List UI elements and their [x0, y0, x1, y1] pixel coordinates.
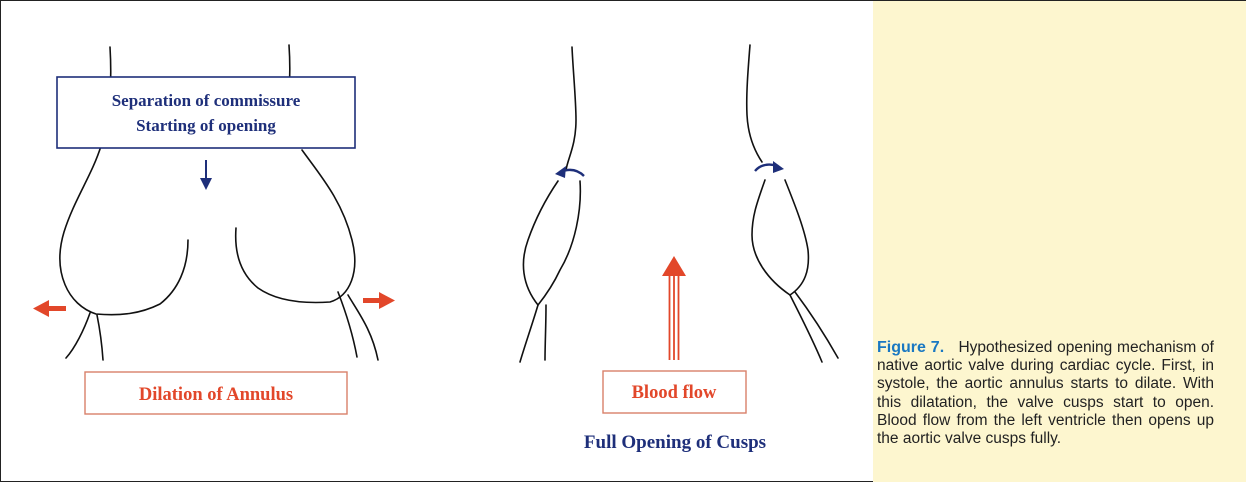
left-panel-leaflet-right-1: [338, 292, 357, 357]
right-panel-cusp-right-inner: [785, 180, 808, 295]
blood-flow-arrow-icon: [662, 256, 686, 360]
blood-flow-label: Blood flow: [632, 383, 717, 403]
full-opening-label: Full Opening of Cusps: [584, 432, 766, 453]
right-panel-cusp-left: [523, 181, 558, 305]
right-panel-aorta-wall-right: [747, 45, 762, 162]
right-panel-leaflet-left-2: [545, 305, 546, 360]
left-curved-arrow-icon: [555, 166, 584, 178]
commissure-label-box: [57, 77, 355, 148]
caption-title: Figure 7.: [877, 339, 944, 356]
annulus-label: Dilation of Annulus: [139, 385, 293, 405]
right-curved-arrow-icon: [755, 161, 784, 173]
right-outward-arrow-icon: [363, 292, 395, 309]
left-panel-leaflet-left-2: [97, 315, 103, 360]
left-outward-arrow-icon: [33, 300, 66, 317]
right-panel-aorta-wall-left: [566, 47, 576, 170]
commissure-label-line2: Starting of opening: [136, 116, 276, 135]
figure-caption: Figure 7. Hypothesized opening mechanism…: [877, 339, 1214, 448]
right-panel-cusp-left-inner: [538, 181, 580, 305]
left-panel-sinus-right: [236, 150, 355, 302]
right-panel-leaflet-left-1: [520, 305, 538, 362]
right-panel-leaflet-right-1: [790, 295, 822, 362]
left-panel-sinus-left: [60, 146, 188, 315]
commissure-label-line1: Separation of commissure: [112, 91, 301, 110]
right-panel-cusp-right: [752, 180, 790, 295]
left-panel-leaflet-right-2: [348, 295, 378, 360]
valve-diagram: Separation of commissure Starting of ope…: [0, 0, 874, 484]
left-panel-leaflet-left-1: [66, 313, 90, 358]
down-arrow-icon: [200, 160, 212, 190]
